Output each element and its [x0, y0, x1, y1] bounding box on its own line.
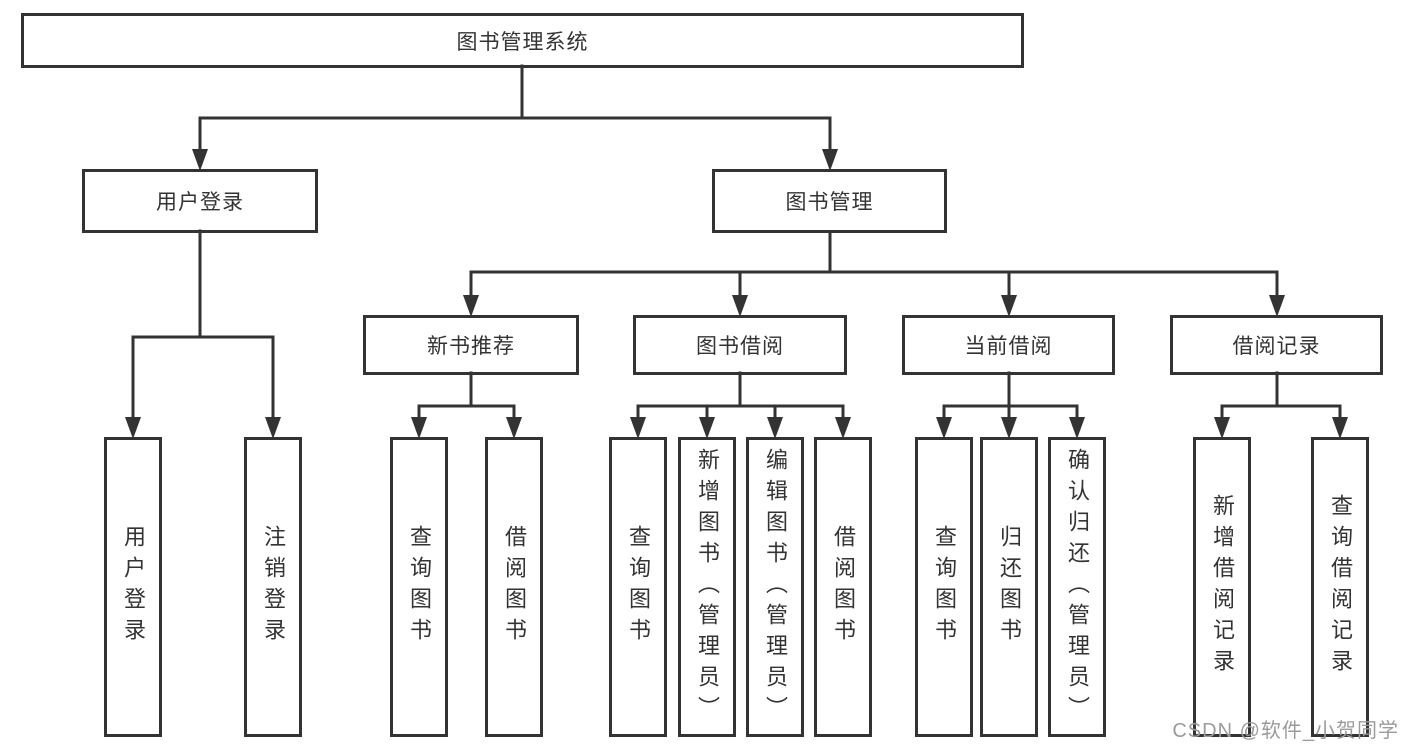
node-root-label: 图书管理系统: [456, 30, 589, 54]
leaf-add-borrow-record-label: 新增借阅记录: [1210, 494, 1235, 680]
leaf-query-borrow-record: 查询借阅记录: [1311, 437, 1369, 737]
leaf-borrow-query-books: 查询图书: [609, 437, 667, 737]
leaf-confirm-return-admin-label: 确认归还（管理员）: [1065, 447, 1090, 727]
node-book-management: 图书管理: [712, 169, 947, 233]
csdn-watermark: CSDN @软件_小贺同学: [1172, 720, 1399, 742]
leaf-edit-books-admin-label: 编辑图书（管理员）: [763, 447, 788, 727]
node-current-borrow-label: 当前借阅: [964, 335, 1053, 358]
leaf-newbook-query-books-label: 查询图书: [407, 525, 432, 649]
leaf-return-books-label: 归还图书: [997, 525, 1022, 649]
leaf-borrow-borrow-books: 借阅图书: [814, 437, 872, 737]
node-borrow-records-label: 借阅记录: [1232, 335, 1321, 358]
leaf-borrow-query-books-label: 查询图书: [626, 525, 651, 649]
node-user-login: 用户登录: [82, 169, 318, 233]
node-root: 图书管理系统: [21, 13, 1024, 68]
leaf-return-books: 归还图书: [980, 437, 1038, 737]
node-new-book-recommend: 新书推荐: [363, 315, 579, 375]
leaf-user-login: 用户登录: [104, 437, 162, 737]
leaf-newbook-borrow-books: 借阅图书: [485, 437, 543, 737]
leaf-newbook-borrow-books-label: 借阅图书: [502, 525, 527, 649]
leaf-confirm-return-admin: 确认归还（管理员）: [1048, 437, 1106, 737]
node-book-borrow-label: 图书借阅: [696, 335, 784, 358]
leaf-logout: 注销登录: [244, 437, 302, 737]
leaf-current-query-books: 查询图书: [915, 437, 973, 737]
node-new-book-recommend-label: 新书推荐: [427, 335, 515, 358]
leaf-newbook-query-books: 查询图书: [390, 437, 448, 737]
node-book-management-label: 图书管理: [785, 191, 874, 214]
node-current-borrow: 当前借阅: [902, 315, 1115, 375]
node-user-login-label: 用户登录: [156, 191, 244, 214]
leaf-add-books-admin-label: 新增图书（管理员）: [695, 447, 720, 727]
leaf-borrow-borrow-books-label: 借阅图书: [831, 525, 856, 649]
leaf-add-books-admin: 新增图书（管理员）: [678, 437, 736, 737]
node-book-borrow: 图书借阅: [633, 315, 847, 375]
node-borrow-records: 借阅记录: [1170, 315, 1383, 375]
leaf-edit-books-admin: 编辑图书（管理员）: [746, 437, 804, 737]
leaf-current-query-books-label: 查询图书: [932, 525, 957, 649]
leaf-logout-label: 注销登录: [261, 525, 286, 649]
leaf-query-borrow-record-label: 查询借阅记录: [1328, 494, 1353, 680]
leaf-add-borrow-record: 新增借阅记录: [1193, 437, 1251, 737]
leaf-user-login-label: 用户登录: [121, 525, 146, 649]
